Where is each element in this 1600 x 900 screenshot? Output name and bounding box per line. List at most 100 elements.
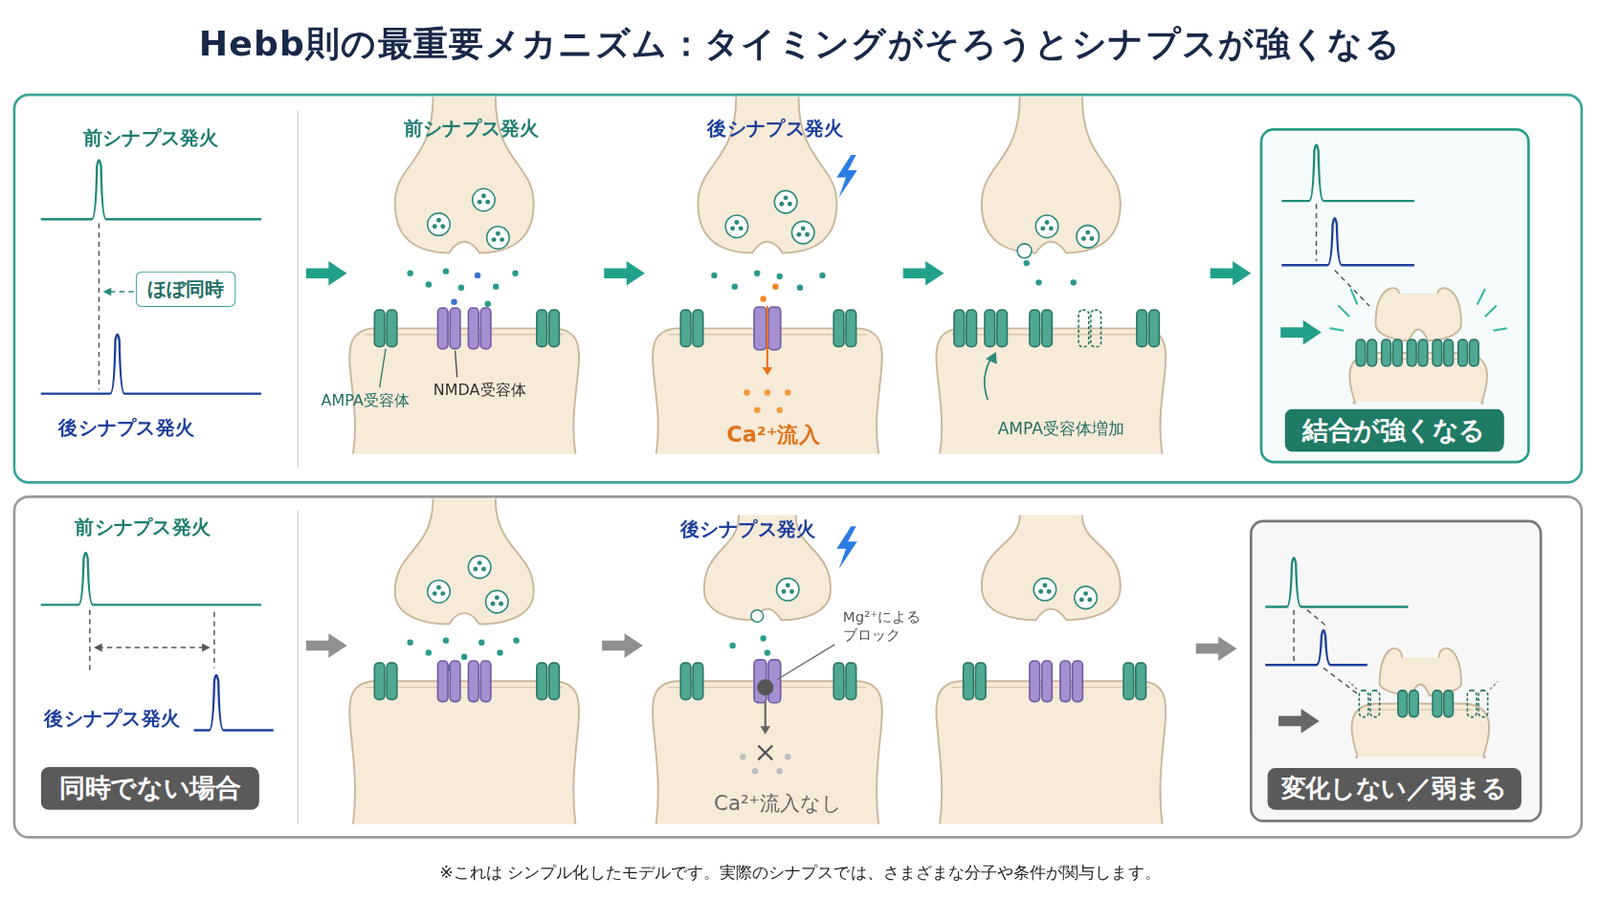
part-label: NMDA受容体 (433, 380, 527, 400)
postsynaptic-spine (935, 681, 1166, 824)
ampa-receptor (374, 663, 385, 700)
part-label: Mg²⁺による ブロック (843, 609, 930, 645)
vesicle (776, 578, 799, 601)
ampa-receptor (1078, 310, 1089, 347)
vesicle-dot (1079, 598, 1085, 603)
signal-trace (1265, 630, 1368, 666)
vesicle-dot (440, 223, 445, 229)
vesicle-dot (778, 201, 784, 207)
vesicle-dot (432, 223, 438, 229)
ampa-receptor (692, 663, 704, 700)
annotation-box: ほぼ同時 (135, 271, 237, 308)
vesicle (486, 590, 509, 613)
result-box (1250, 521, 1541, 823)
nmda-receptor (1042, 661, 1053, 703)
transmitter-dot (743, 389, 750, 396)
nmda-receptor (1029, 661, 1041, 703)
step-arrow (306, 261, 348, 287)
ampa-receptor (1432, 690, 1443, 718)
sparkle (1493, 328, 1507, 331)
ampa-receptor (845, 663, 857, 700)
ampa-receptor (549, 663, 560, 700)
vesicle-dot (481, 567, 487, 573)
dashed-line (88, 610, 90, 674)
ampa-receptor (1367, 339, 1378, 367)
transmitter-dot (776, 273, 782, 280)
nmda-receptor (449, 661, 461, 703)
ampa-receptor (833, 663, 845, 700)
postsynaptic-spine (349, 681, 579, 824)
transmitter-dot (461, 654, 467, 661)
membrane (1367, 710, 1474, 712)
caption: ※これは シンプル化したモデルです。実際のシナプスでは、さまざまな分子や条件が関… (439, 863, 1160, 883)
vesicle-dot (1048, 225, 1054, 231)
vesicle-dot (495, 231, 501, 237)
dashed-line (97, 646, 206, 648)
transmitter-dot (739, 754, 746, 760)
step-arrow (903, 261, 945, 287)
arrow-head (985, 352, 998, 365)
vesicle-dot (789, 589, 795, 595)
transmitter-dot (458, 285, 465, 291)
signal-trace (1281, 218, 1415, 266)
transmitter-dot (776, 406, 782, 413)
ampa-receptor (1381, 339, 1392, 367)
result-pill: 結合が強くなる (1284, 409, 1504, 453)
part-label: Ca²⁺流入なし (713, 790, 842, 816)
stage-title: 後シナプス発火 (707, 116, 844, 140)
vesicle-dot (1044, 220, 1050, 225)
flow-arrow (984, 356, 993, 400)
dashed-line (1323, 667, 1357, 694)
nmda-receptor (480, 661, 491, 703)
arrow-head (762, 367, 774, 377)
nmda-receptor (768, 307, 781, 351)
vesicle-dot (472, 567, 478, 573)
dashed-line (1292, 610, 1294, 664)
vesicle (472, 188, 495, 211)
arrow-head (103, 288, 112, 297)
transmitter-dot (759, 635, 766, 642)
ampa-receptor (1370, 690, 1380, 718)
transmitter-dot (443, 267, 449, 274)
vesicle (427, 580, 450, 603)
vesicle-dot (499, 237, 505, 243)
ampa-receptor (1149, 310, 1160, 347)
transmitter-dot (759, 295, 766, 302)
transmitter-dot (478, 640, 485, 646)
axis-label: 後シナプス発火 (44, 707, 180, 731)
nmda-receptor (1072, 661, 1084, 703)
transmitter-dot (1023, 260, 1030, 267)
dashed-line (1307, 610, 1327, 627)
vesicle-dot (490, 601, 496, 607)
vesicle-dot (485, 200, 490, 205)
nmda-receptor (467, 308, 479, 350)
ampa-receptor (1090, 310, 1102, 347)
divider (297, 110, 300, 467)
transmitter-dot (443, 637, 449, 644)
signal-trace (41, 334, 262, 395)
vesicle-dot (1081, 236, 1087, 242)
vesicle (1076, 225, 1099, 248)
vesicle (1017, 244, 1032, 259)
vesicle-dot (1083, 591, 1089, 597)
transmitter-dot (474, 272, 481, 279)
vesicle (467, 555, 490, 578)
result-box (1261, 129, 1529, 463)
vesicle (427, 213, 450, 236)
step-arrow (1278, 709, 1320, 734)
presynaptic-terminal (1379, 648, 1462, 696)
transmitter-dot (425, 281, 432, 288)
leader-line (379, 349, 386, 389)
vesicle-dot (730, 225, 735, 231)
transmitter-dot (496, 649, 503, 656)
ampa-receptor (1136, 310, 1148, 347)
transmitter-dot (732, 283, 738, 289)
node-text: ほぼ同時 (147, 277, 225, 301)
ampa-receptor (374, 310, 385, 347)
transmitter-dot (772, 283, 778, 289)
vesicle-dot (1046, 589, 1052, 595)
ampa-receptor (984, 310, 996, 347)
transmitter-dot (784, 389, 791, 396)
transmitter-dot (776, 768, 782, 775)
vesicle-dot (738, 225, 744, 231)
